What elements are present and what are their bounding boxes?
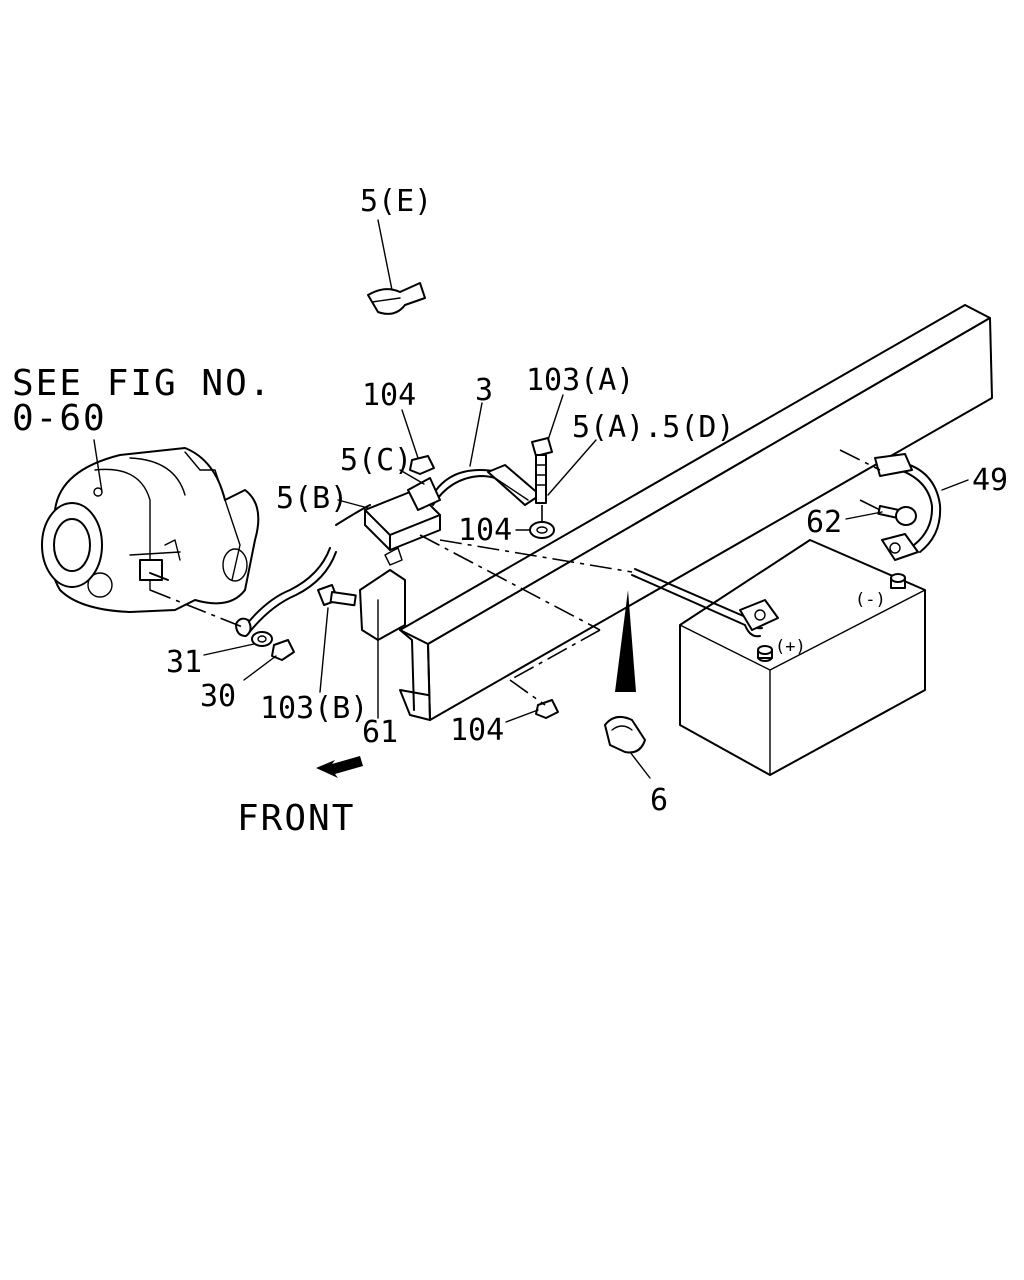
bolt-103b xyxy=(317,584,357,607)
clip-5a-5d xyxy=(487,464,541,506)
callout-103a: 103(A) xyxy=(526,363,634,398)
figure-ref-line2: 0-60 xyxy=(12,398,107,439)
positive-clamp xyxy=(739,599,779,631)
callout-104-mid: 104 xyxy=(458,513,512,548)
clip-6 xyxy=(604,715,646,754)
callout-30: 30 xyxy=(200,679,236,714)
callout-6: 6 xyxy=(650,783,668,818)
clip-5e xyxy=(367,282,426,315)
view-arrow xyxy=(615,590,636,692)
bolt-62 xyxy=(877,505,917,526)
positive-terminal xyxy=(757,645,773,662)
clip-5c xyxy=(407,477,441,511)
nut-104-mid xyxy=(529,521,555,539)
nut-30 xyxy=(271,639,295,661)
centerlines xyxy=(149,449,881,706)
callout-3: 3 xyxy=(475,373,493,408)
callout-61: 61 xyxy=(362,715,398,750)
nut-104-bot xyxy=(535,699,559,719)
callout-62: 62 xyxy=(806,505,842,540)
callout-49: 49 xyxy=(972,463,1008,498)
figure-ref-line1: SEE FIG NO. xyxy=(12,363,272,404)
label-positive: (+) xyxy=(775,637,806,657)
label-negative: (-) xyxy=(855,590,886,610)
callout-104-bot: 104 xyxy=(450,713,504,748)
leader-lines xyxy=(93,219,969,779)
nut-104-top xyxy=(409,455,435,475)
front-label: FRONT xyxy=(237,798,355,839)
callout-31: 31 xyxy=(166,645,202,680)
front-arrow-icon xyxy=(316,756,363,778)
callout-5b: 5(B) xyxy=(276,481,348,516)
callout-5e: 5(E) xyxy=(360,184,432,219)
bracket-61 xyxy=(359,547,406,641)
starter-motor xyxy=(41,447,260,613)
callout-103b: 103(B) xyxy=(260,691,368,726)
negative-terminal xyxy=(890,573,906,589)
callout-104-top: 104 xyxy=(362,378,416,413)
bolt-103a xyxy=(531,437,553,504)
frame-rail xyxy=(399,304,993,721)
washer-31 xyxy=(251,631,273,647)
battery xyxy=(679,539,926,776)
callout-5c: 5(C) xyxy=(340,443,412,478)
callout-5a-5d: 5(A).5(D) xyxy=(572,410,735,445)
